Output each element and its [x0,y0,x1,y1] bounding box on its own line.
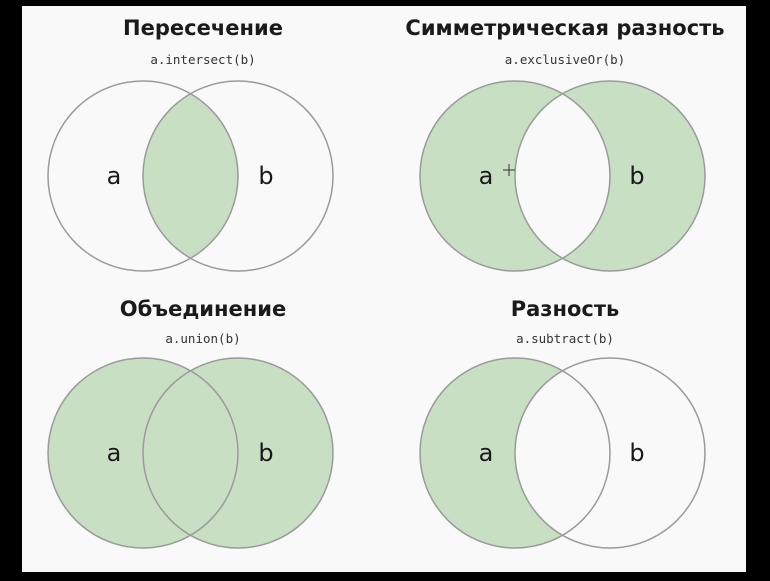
panel-union: Объединение a.union(b) a b [22,289,384,572]
panel-title: Симметрическая разность [405,16,725,40]
label-a: a [479,439,494,467]
venn-diagram-intersect: a b [47,80,334,272]
panel-exclusive-or: Симметрическая разность a.exclusiveOr(b)… [384,6,746,289]
panel-title: Объединение [119,297,287,321]
circle-a [47,357,239,549]
crosshair-cursor-icon [503,164,515,176]
label-a: a [479,162,494,190]
label-a: a [107,439,122,467]
intersection-region [143,81,238,271]
venn-diagram-exclusive-or: a b [419,80,706,272]
venn-diagram-union: a b [47,357,334,549]
panel-code: a.subtract(b) [516,331,614,346]
union-region [48,358,333,548]
circle-b [514,357,706,549]
circle-a [419,357,611,549]
label-b: b [258,439,273,467]
circle-b [142,357,334,549]
circle-a [419,80,611,272]
panel-code: a.exclusiveOr(b) [504,52,626,67]
venn-diagram-subtract: a b [419,357,706,549]
panel-subtract: Разность a.subtract(b) a b [384,289,746,572]
circle-b [142,80,334,272]
symmetric-difference-region [420,81,705,271]
panel-intersect: Пересечение a.intersect(b) a b [22,6,384,289]
label-b: b [629,162,644,190]
circle-b [514,80,706,272]
label-b: b [629,439,644,467]
panel-code: a.union(b) [165,331,241,346]
panel-title: Разность [510,297,620,321]
circle-a [47,80,239,272]
slide: Пересечение a.intersect(b) a b Симметрич… [22,6,746,572]
label-b: b [258,162,273,190]
panel-title: Пересечение [123,16,283,40]
panel-code: a.intersect(b) [150,52,256,67]
label-a: a [107,162,122,190]
